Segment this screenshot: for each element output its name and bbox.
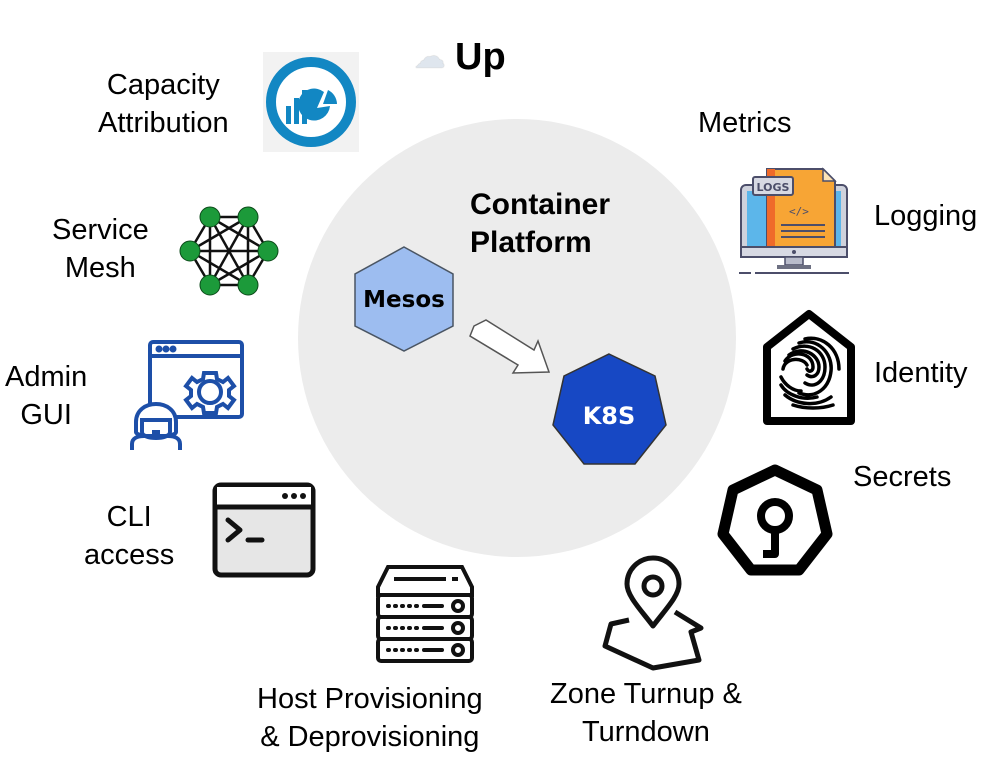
label-line2: Turndown — [581, 716, 710, 748]
cp-title-line1: Container — [470, 188, 611, 221]
key-lock-icon — [717, 464, 833, 576]
label-line2: GUI — [20, 399, 72, 431]
zone-turnup-label: Zone Turnup & Turndown — [550, 675, 742, 751]
secrets-label: Secrets — [853, 458, 951, 496]
label-line2: Attribution — [98, 107, 229, 139]
terminal-icon — [212, 482, 316, 578]
logs-monitor-icon: LOGS </> — [739, 167, 849, 274]
diagram-title: ☁ Up — [415, 36, 506, 79]
label-line1: Admin — [5, 361, 88, 393]
metrics-label: Metrics — [698, 104, 791, 142]
host-provisioning-label: Host Provisioning & Deprovisioning — [257, 680, 483, 756]
mesos-label: Mesos — [363, 287, 445, 313]
container-platform-circle — [298, 119, 736, 557]
k8s-heptagon — [552, 353, 667, 465]
label-line1: Host Provisioning — [257, 683, 483, 715]
mesos-hexagon — [354, 246, 454, 352]
capacity-chart-icon — [263, 52, 359, 152]
mesos-node[interactable]: Mesos — [352, 245, 456, 353]
label-line1: Capacity — [106, 69, 220, 101]
title-text: Up — [455, 36, 506, 78]
admin-gui-label: Admin GUI — [5, 358, 87, 434]
cloud-icon: ☁ — [415, 41, 445, 74]
cli-access-label: CLI access — [84, 498, 174, 574]
map-pin-icon — [602, 555, 704, 671]
label-line1: Zone Turnup & — [550, 678, 742, 710]
logs-badge: LOGS — [757, 181, 790, 194]
label-line1: Secrets — [853, 461, 952, 493]
label-line1: CLI — [106, 501, 152, 533]
k8s-node[interactable]: K8S — [550, 352, 670, 472]
fingerprint-icon — [763, 310, 855, 425]
capacity-attribution-label: Capacity Attribution — [98, 66, 229, 142]
label-line1: Service — [52, 214, 149, 246]
migration-arrow-icon — [469, 319, 551, 374]
label-line1: Identity — [874, 357, 968, 389]
cp-title-line2: Platform — [470, 226, 592, 259]
admin-gear-icon — [130, 340, 244, 450]
logging-label: Logging — [874, 197, 977, 235]
label-line2: & Deprovisioning — [260, 721, 480, 753]
service-mesh-label: Service Mesh — [52, 211, 149, 287]
label-line1: Metrics — [698, 107, 792, 139]
mesh-network-icon — [179, 206, 279, 296]
svg-text:</>: </> — [789, 205, 809, 218]
server-rack-icon — [376, 565, 474, 663]
label-line2: access — [84, 539, 175, 571]
container-platform-title: Container Platform — [470, 186, 610, 262]
identity-label: Identity — [874, 354, 968, 392]
label-line2: Mesh — [64, 252, 136, 284]
k8s-label: K8S — [583, 402, 636, 430]
label-line1: Logging — [874, 200, 978, 232]
